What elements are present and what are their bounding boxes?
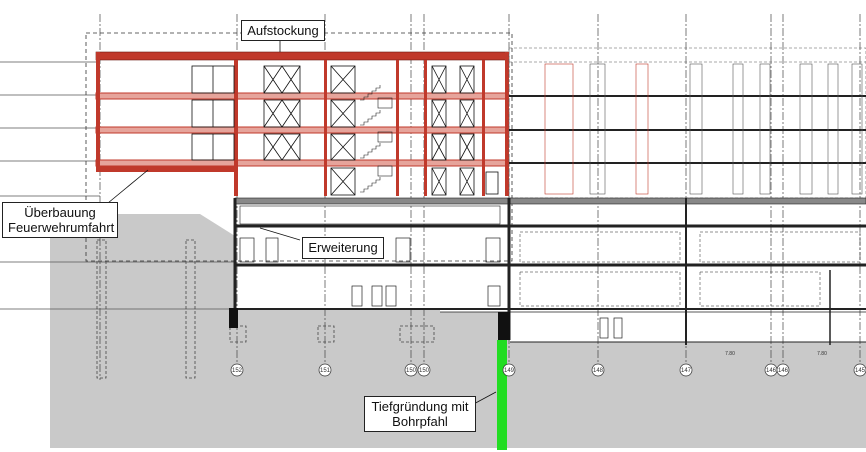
label-aufstockung: Aufstockung [241,20,325,41]
lower-floors [233,197,866,345]
axis-marker [591,363,605,377]
axis-number: 152 [232,368,243,374]
axis-marker [679,363,693,377]
column-stub [498,312,510,340]
label-ueberbauung: Überbauung Feuerwehrumfahrt [2,202,118,238]
axis-number: 145 [855,368,866,374]
dimension-labels: 7.80 7.80 [725,351,827,357]
aufstockung-structure [95,51,509,196]
axis-number: 150 [419,368,430,374]
leader-lines [107,40,497,407]
axis-marker [417,363,431,377]
level-lines [0,61,235,310]
label-aufstockung-text: Aufstockung [247,23,319,38]
axis-number: 149 [504,368,515,374]
axis-marker [404,363,418,377]
aufstockung-windows [191,65,499,196]
axis-marker [776,363,790,377]
label-erweiterung-text: Erweiterung [308,240,378,255]
axis-marker [853,363,866,377]
axis-number: 146 [778,368,789,374]
label-ueberbauung-line2: Feuerwehrumfahrt [8,220,115,235]
label-tiefgruendung-line1: Tiefgründung mit [371,399,469,414]
axis-numbers: 152 151 150 150 149 148 147 146 146 145 [232,368,866,374]
axis-number: 148 [593,368,604,374]
stairs [360,85,393,193]
bored-pile [497,340,507,450]
label-tiefgruendung-line2: Bohrpfahl [392,414,448,429]
column-stub [229,308,238,328]
axis-marker [318,363,332,377]
dimension-label: 7.80 [817,351,827,357]
axis-marker [502,363,516,377]
ground-area [50,214,866,448]
dimension-label: 7.80 [725,351,735,357]
axis-marker [230,363,244,377]
axis-number: 146 [766,368,777,374]
axis-number: 151 [320,368,331,374]
existing-building [508,47,866,199]
label-tiefgruendung: Tiefgründung mit Bohrpfahl [364,396,476,432]
label-erweiterung: Erweiterung [302,237,384,259]
axis-markers [230,363,866,377]
axis-number: 150 [406,368,417,374]
axis-number: 147 [681,368,692,374]
label-ueberbauung-line1: Überbauung [24,205,96,220]
